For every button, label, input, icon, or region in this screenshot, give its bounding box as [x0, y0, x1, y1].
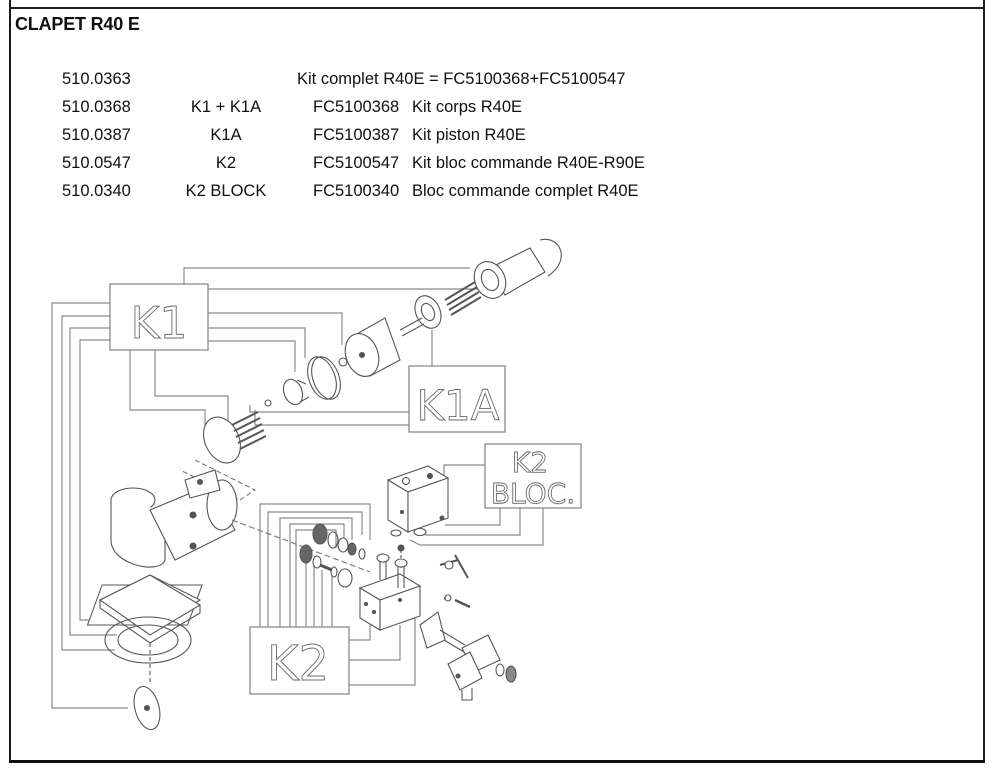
frame-right-border — [983, 0, 985, 763]
piston-rod-icon — [399, 317, 425, 337]
washer-icon — [264, 399, 272, 407]
dashed-axis-line — [179, 459, 257, 501]
o-ring-small-icon — [338, 357, 348, 367]
leader-line — [443, 464, 485, 475]
piston-disc-icon — [414, 295, 442, 329]
fitting-icon — [439, 554, 469, 579]
part-kit: K2 BLOCK — [185, 182, 267, 200]
part-ref: 510.0340 — [62, 182, 131, 200]
leader-line — [267, 511, 363, 627]
valve-parts — [86, 238, 562, 731]
label-box-k1a: K1A — [408, 365, 506, 433]
frame-left-border — [9, 0, 11, 763]
label-box-k2: K2 — [249, 626, 350, 695]
part-description: Kit bloc commande R40E-R90E — [412, 154, 645, 172]
part-description: Kit complet R40E = FC5100368+FC5100547 — [297, 70, 626, 88]
bolt-icon — [397, 565, 405, 588]
leader-line — [183, 267, 470, 284]
leader-line — [289, 523, 345, 627]
leader-line — [349, 625, 401, 661]
part-code: FC5100547 — [313, 154, 400, 172]
part-code: FC5100387 — [313, 126, 400, 144]
part-kit: K1 + K1A — [190, 98, 262, 116]
circlip-icon — [539, 238, 562, 277]
o-ring-icon — [390, 529, 402, 537]
part-ref: 510.0363 — [62, 70, 131, 88]
part-code: FC5100340 — [313, 182, 400, 200]
part-description: Bloc commande complet R40E — [412, 182, 639, 200]
gasket-inner-icon — [117, 624, 179, 656]
document-title: CLAPET R40 E — [15, 14, 140, 34]
leader-line — [295, 529, 337, 627]
leader-line — [51, 302, 128, 709]
membrane-ring-icon — [203, 416, 241, 464]
part-ref: 510.0387 — [62, 126, 131, 144]
label-k2-bloc-line2: BLOC. — [491, 477, 575, 510]
label-k2: K2 — [267, 636, 329, 692]
part-description: Kit piston R40E — [412, 126, 526, 144]
o-ring-icon — [413, 527, 427, 537]
leader-line — [61, 315, 115, 651]
spool-assembly-icon — [299, 523, 366, 588]
leader-line — [259, 503, 371, 627]
leader-line — [69, 327, 117, 636]
leader-line — [349, 622, 371, 641]
leader-line — [208, 327, 306, 358]
screw-icon — [397, 544, 405, 552]
sleeve-icon — [282, 378, 304, 406]
part-ref: 510.0368 — [62, 98, 131, 116]
main-block-icon — [358, 573, 422, 631]
part-kit: K1A — [210, 126, 242, 144]
leader-lines — [51, 267, 544, 709]
leader-line — [208, 312, 343, 345]
frame-top-border — [9, 7, 985, 9]
label-box-k2-bloc: K2 BLOC. — [484, 443, 582, 510]
part-kit: K2 — [215, 154, 237, 172]
leader-line — [129, 350, 206, 425]
leader-line — [445, 508, 501, 526]
part-code: FC5100368 — [313, 98, 400, 116]
solenoid-icon — [419, 611, 517, 701]
label-box-k1: K1 — [109, 283, 209, 351]
part-ref: 510.0547 — [62, 154, 131, 172]
flange-plate-icon — [98, 574, 202, 636]
dashed-axis-line — [231, 519, 371, 573]
spring-top-icon — [444, 281, 482, 316]
label-k1a: K1A — [417, 381, 500, 430]
leader-line — [154, 350, 229, 420]
gasket-outer-icon — [104, 616, 192, 664]
part-description: Kit corps R40E — [412, 98, 523, 116]
leader-line — [249, 405, 409, 413]
leader-line — [409, 508, 544, 546]
leader-line — [349, 615, 416, 686]
leader-line — [279, 517, 353, 627]
leader-line — [208, 340, 296, 372]
leader-line — [79, 339, 118, 621]
leader-line — [254, 410, 409, 426]
label-k1: K1 — [131, 298, 188, 349]
leader-line — [425, 508, 521, 536]
bolt-icon — [379, 560, 387, 580]
control-block-icon — [386, 465, 450, 533]
label-k2-bloc-line1: K2 — [512, 446, 548, 479]
spring-lower-icon — [231, 411, 267, 450]
frame-bottom-border — [9, 760, 985, 763]
